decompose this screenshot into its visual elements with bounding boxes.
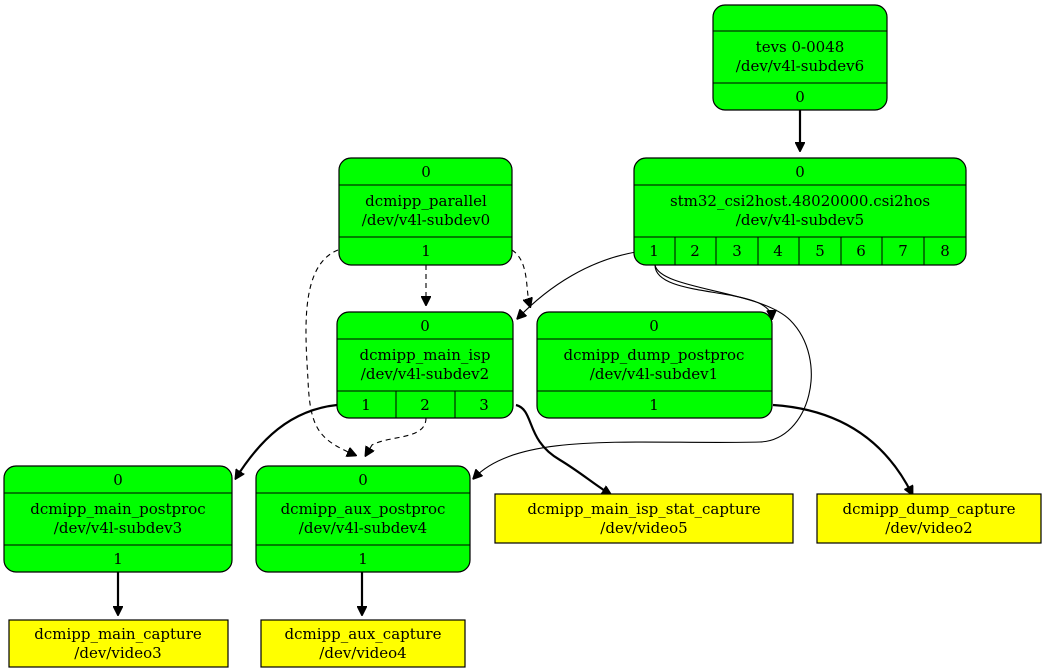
node-csi2host: 0 stm32_csi2host.48020000.csi2hos /dev/v… — [633, 157, 967, 266]
node-main-isp: 0 dcmipp_main_isp /dev/v4l-subdev2 1 2 3 — [336, 311, 514, 419]
edge-main-isp-pad2-to-aux-postproc — [366, 417, 427, 455]
node-aux-postproc: 0 dcmipp_aux_postproc /dev/v4l-subdev4 1 — [255, 465, 471, 573]
node-aux-postproc-device: /dev/v4l-subdev4 — [299, 519, 427, 537]
node-csi2host-name: stm32_csi2host.48020000.csi2hos — [670, 192, 930, 210]
node-dump-postproc-device: /dev/v4l-subdev1 — [590, 365, 718, 383]
node-parallel-device: /dev/v4l-subdev0 — [362, 211, 490, 229]
node-main-postproc-name: dcmipp_main_postproc — [30, 500, 205, 518]
node-main-isp-stat-capture-name: dcmipp_main_isp_stat_capture — [527, 500, 760, 518]
node-dump-postproc-pad-in: 0 — [649, 317, 659, 335]
node-tevs: tevs 0-0048 /dev/v4l-subdev6 0 — [712, 4, 888, 111]
node-main-isp-stat-capture: dcmipp_main_isp_stat_capture /dev/video5 — [494, 493, 794, 544]
node-aux-postproc-name: dcmipp_aux_postproc — [281, 500, 446, 518]
node-tevs-pad-out: 0 — [795, 88, 805, 106]
node-csi2host-pad-6: 6 — [856, 242, 866, 260]
node-dump-capture: dcmipp_dump_capture /dev/video2 — [816, 493, 1042, 544]
node-csi2host-pad-2: 2 — [690, 242, 700, 260]
node-main-postproc-device: /dev/v4l-subdev3 — [54, 519, 182, 537]
node-main-isp-pad-in: 0 — [420, 317, 430, 335]
node-parallel-name: dcmipp_parallel — [365, 192, 487, 210]
node-main-capture-device: /dev/video3 — [74, 644, 161, 662]
node-csi2host-pad-7: 7 — [898, 242, 908, 260]
node-csi2host-pad-4: 4 — [773, 242, 783, 260]
node-csi2host-device: /dev/v4l-subdev5 — [736, 211, 864, 229]
node-aux-capture-device: /dev/video4 — [319, 644, 406, 662]
node-main-postproc-pad-out: 1 — [113, 550, 123, 568]
node-main-isp-pad-3: 3 — [479, 396, 489, 414]
edge-csi2host-pad1-to-main-isp — [518, 251, 637, 318]
edge-csi2host-pad1-to-dump-postproc — [654, 264, 772, 318]
node-tevs-name: tevs 0-0048 — [756, 38, 845, 56]
node-aux-postproc-pad-out: 1 — [358, 550, 368, 568]
node-aux-capture-name: dcmipp_aux_capture — [285, 625, 442, 643]
node-main-capture: dcmipp_main_capture /dev/video3 — [8, 619, 229, 668]
node-dump-postproc: 0 dcmipp_dump_postproc /dev/v4l-subdev1 … — [536, 311, 773, 419]
node-csi2host-pad-in: 0 — [795, 163, 805, 181]
node-aux-postproc-pad-in: 0 — [358, 471, 368, 489]
node-csi2host-pad-8: 8 — [940, 242, 950, 260]
node-parallel-pad-out: 1 — [421, 242, 431, 260]
node-csi2host-pad-3: 3 — [732, 242, 742, 260]
node-parallel: 0 dcmipp_parallel /dev/v4l-subdev0 1 — [338, 157, 513, 266]
node-csi2host-pad-5: 5 — [815, 242, 825, 260]
edge-main-isp-pad3-to-stat-capture — [515, 403, 610, 494]
node-main-isp-pad-2: 2 — [420, 396, 430, 414]
node-main-isp-device: /dev/v4l-subdev2 — [361, 365, 489, 383]
node-parallel-pad-in: 0 — [421, 163, 431, 181]
edges — [118, 110, 912, 614]
node-aux-capture: dcmipp_aux_capture /dev/video4 — [260, 619, 466, 668]
node-tevs-device: /dev/v4l-subdev6 — [736, 57, 864, 75]
node-dump-postproc-pad-out: 1 — [649, 396, 659, 414]
node-main-postproc-pad-in: 0 — [113, 471, 123, 489]
node-main-isp-stat-capture-device: /dev/video5 — [600, 519, 687, 537]
edge-parallel-to-dump-postproc — [511, 249, 530, 306]
edge-dump-postproc-to-dump-capture — [772, 403, 912, 494]
node-main-isp-name: dcmipp_main_isp — [360, 346, 491, 364]
edge-csi2host-to-aux-postproc — [474, 264, 812, 478]
edge-main-isp-pad1-to-main-postproc — [236, 403, 338, 478]
node-dump-capture-name: dcmipp_dump_capture — [843, 500, 1016, 518]
node-main-isp-pad-1: 1 — [361, 396, 371, 414]
node-main-capture-name: dcmipp_main_capture — [34, 625, 202, 643]
node-dump-postproc-name: dcmipp_dump_postproc — [564, 346, 745, 364]
node-dump-capture-device: /dev/video2 — [885, 519, 972, 537]
node-csi2host-pad-1: 1 — [649, 242, 659, 260]
node-main-postproc: 0 dcmipp_main_postproc /dev/v4l-subdev3 … — [3, 465, 233, 573]
